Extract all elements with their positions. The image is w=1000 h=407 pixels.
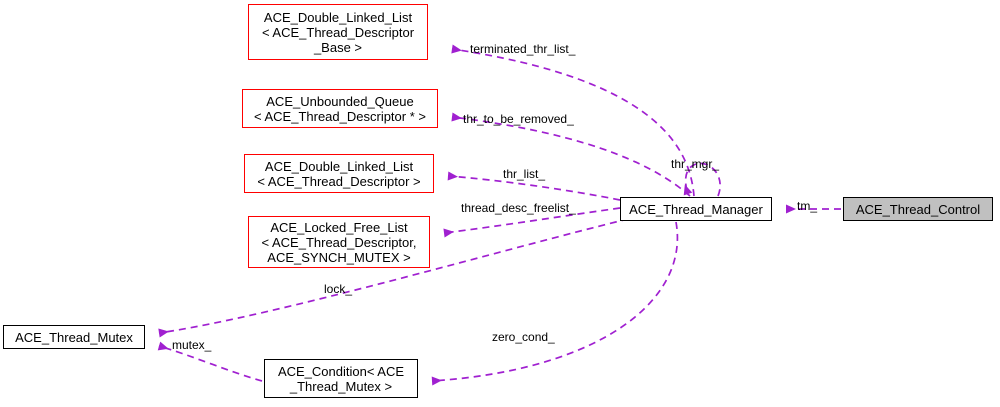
edge-thr-to-be-removed xyxy=(451,112,691,197)
edge-label-thr-mgr: thr_mgr_ xyxy=(671,157,720,171)
node-ace-condition-thread-mutex[interactable]: ACE_Condition< ACE _Thread_Mutex > xyxy=(264,359,418,398)
node-ace-thread-control[interactable]: ACE_Thread_Control xyxy=(843,197,993,221)
edge-lock xyxy=(158,215,641,338)
node-ace-locked-free-list-thread-descriptor-synch-mutex[interactable]: ACE_Locked_Free_List < ACE_Thread_Descri… xyxy=(248,216,430,268)
node-ace-thread-manager[interactable]: ACE_Thread_Manager xyxy=(620,197,772,221)
edge-label-mutex: mutex_ xyxy=(172,338,212,352)
edge-thr-mgr-selfloop xyxy=(683,162,721,197)
edge-label-thread-desc-freelist: thread_desc_freelist_ xyxy=(461,201,576,215)
edge-label-lock: lock_ xyxy=(324,282,353,296)
node-ace-thread-mutex[interactable]: ACE_Thread_Mutex xyxy=(3,325,145,349)
edge-mutex xyxy=(157,341,263,382)
edge-label-tm: tm_ xyxy=(797,199,818,213)
edge-label-thr-list: thr_list_ xyxy=(503,167,546,181)
edge-thread-desc-freelist xyxy=(443,207,621,238)
edge-terminated-thr-list xyxy=(451,44,695,197)
node-ace-double-linked-list-thread-descriptor-base[interactable]: ACE_Double_Linked_List < ACE_Thread_Desc… xyxy=(248,4,428,60)
edge-label-thr-to-be-removed: thr_to_be_removed_ xyxy=(463,112,574,126)
node-ace-unbounded-queue-thread-descriptor-ptr[interactable]: ACE_Unbounded_Queue < ACE_Thread_Descrip… xyxy=(242,89,438,128)
edge-label-terminated-thr-list: terminated_thr_list_ xyxy=(470,42,576,56)
node-ace-double-linked-list-thread-descriptor[interactable]: ACE_Double_Linked_List < ACE_Thread_Desc… xyxy=(244,154,434,193)
edge-zero-cond xyxy=(431,221,679,386)
edge-thr-list xyxy=(447,171,621,201)
edge-label-zero-cond: zero_cond_ xyxy=(492,330,555,344)
